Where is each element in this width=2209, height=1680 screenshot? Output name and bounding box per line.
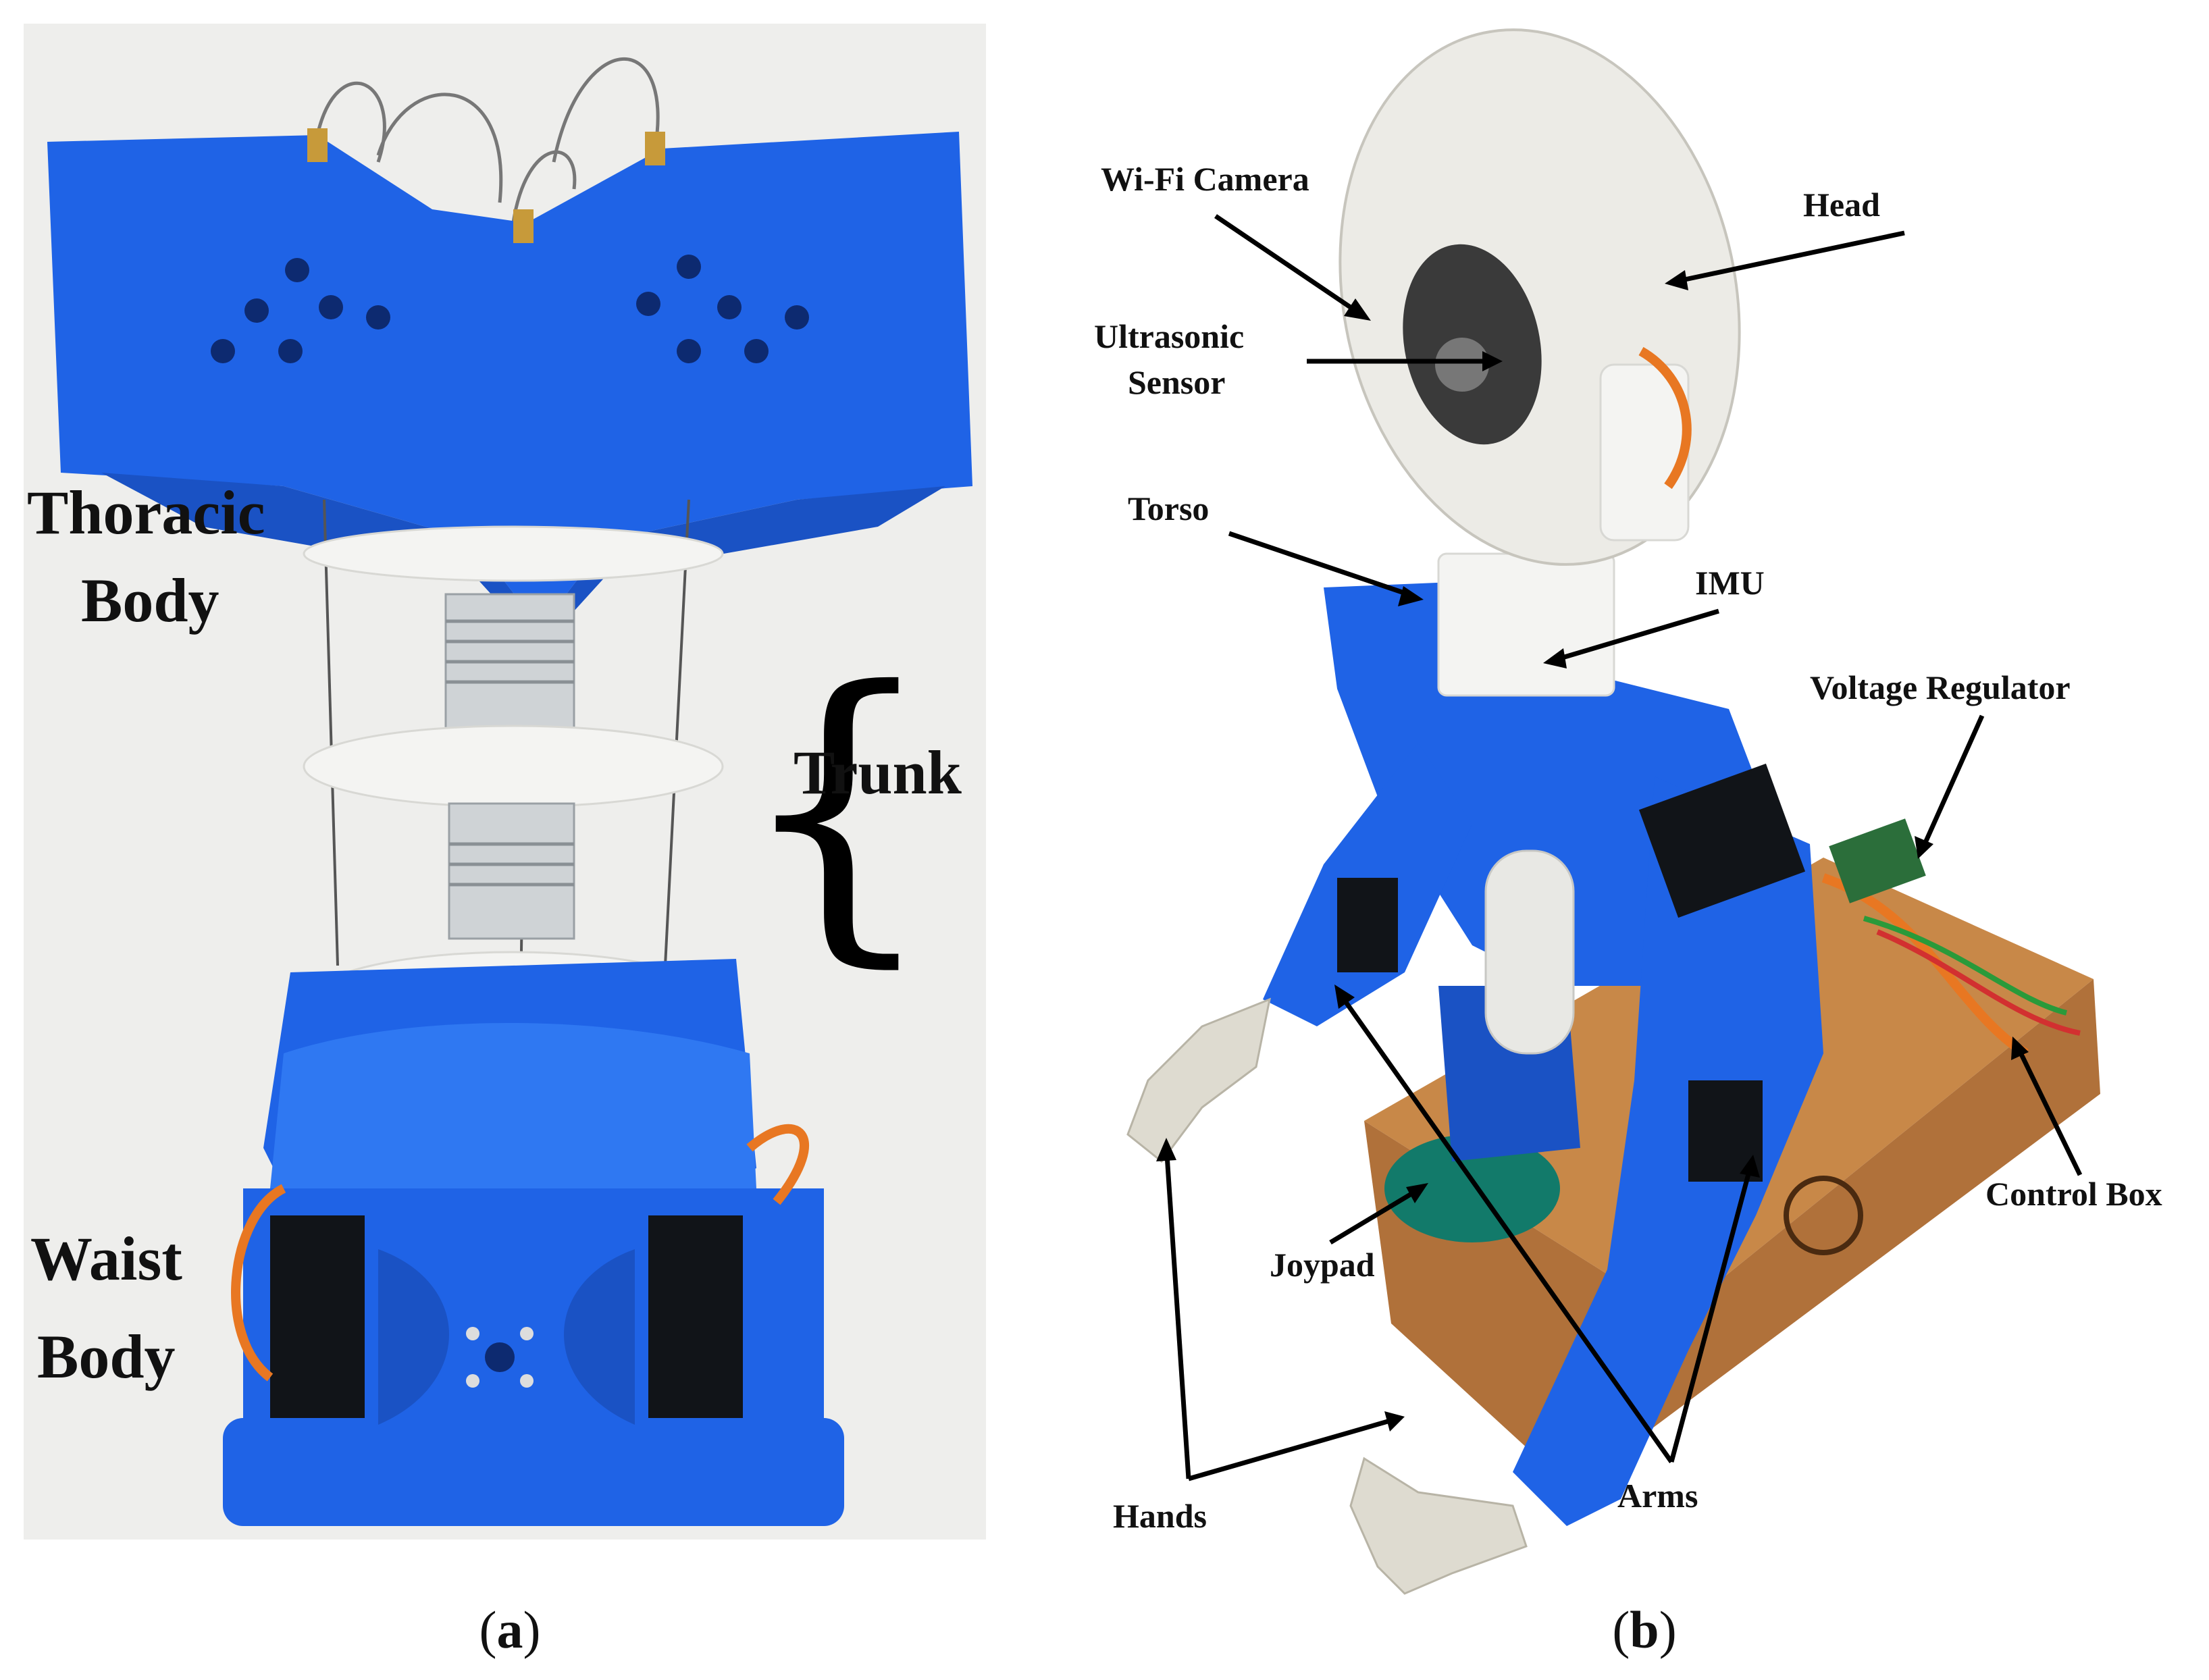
thoracic-body	[47, 128, 972, 648]
caption-a-letter: a	[497, 1600, 523, 1659]
label-thoracic-line1: Thoracic	[27, 478, 265, 547]
waist-servo-right	[648, 1215, 743, 1418]
middle-disc	[303, 725, 724, 808]
label-ultrasonic-line2: Sensor	[1128, 363, 1225, 401]
trunk-brace: {	[736, 624, 938, 993]
panel-a: Thoracic Body { Trunk Waist Body (a)	[24, 24, 986, 1659]
ultrasonic-sensor-photo	[1435, 338, 1489, 392]
joypad-photo	[1384, 1134, 1560, 1242]
imu-bracket	[1437, 552, 1615, 697]
label-waist-line1: Waist	[30, 1224, 182, 1293]
robot-hands	[1126, 997, 1528, 1595]
hand-right-photo	[1349, 1456, 1528, 1595]
annotation-arrows	[1156, 214, 2083, 1481]
label-wifi-camera: Wi-Fi Camera	[1101, 160, 1309, 198]
label-imu: IMU	[1695, 564, 1765, 602]
waist-bolt-pattern	[466, 1327, 534, 1388]
waist-cable-left	[231, 1184, 286, 1382]
label-head: Head	[1803, 186, 1880, 224]
thoracic-wires	[315, 57, 660, 224]
label-arms: Arms	[1617, 1477, 1698, 1515]
robot-arms	[1263, 743, 1823, 1526]
caption-b-letter: b	[1630, 1600, 1659, 1659]
label-ultrasonic-line1: Ultrasonic	[1094, 317, 1244, 355]
head-shell	[1339, 28, 1741, 566]
label-trunk: Trunk	[794, 738, 962, 807]
label-voltage-regulator: Voltage Regulator	[1810, 668, 2071, 706]
label-thoracic-line2: Body	[81, 566, 219, 635]
label-torso: Torso	[1128, 490, 1209, 527]
panel-b: Wi-Fi Camera Head Ultrasonic Sensor Tors…	[1094, 28, 2162, 1659]
caption-b: (b)	[1612, 1600, 1676, 1659]
waist-servo-left	[270, 1215, 365, 1418]
label-waist-line2: Body	[37, 1322, 176, 1391]
waist-body	[223, 959, 844, 1526]
waist-cable-right	[746, 1124, 809, 1205]
label-hands: Hands	[1113, 1497, 1207, 1535]
thoracic-holes	[211, 255, 809, 363]
robot-head	[1339, 28, 1741, 566]
label-control-box: Control Box	[1985, 1175, 2162, 1213]
caption-a: (a)	[479, 1600, 541, 1659]
label-joypad: Joypad	[1270, 1246, 1375, 1284]
lower-coupling	[448, 802, 575, 940]
hand-left-photo	[1126, 997, 1272, 1163]
